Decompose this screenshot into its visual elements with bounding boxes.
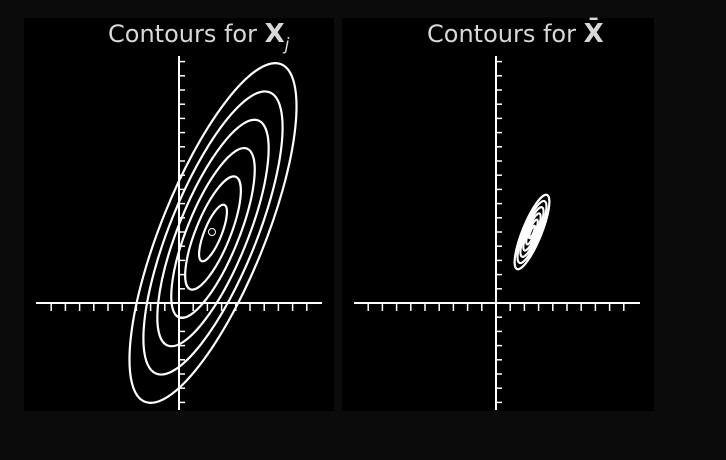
right-contour-set: [513, 193, 551, 271]
left-mean-marker: [208, 228, 216, 236]
contour-ellipse: [513, 193, 551, 271]
contour-ellipse: [522, 212, 542, 252]
contour-ellipse: [128, 62, 298, 404]
contour-ellipse: [184, 175, 242, 291]
contour-ellipse: [156, 118, 270, 348]
contour-ellipse: [519, 206, 545, 258]
left-panel-title: Contours for Xj: [108, 19, 290, 55]
right-panel-title: Contours for X̄: [427, 16, 604, 49]
right-axes: [354, 56, 640, 410]
left-contour-set: [128, 62, 298, 404]
contour-ellipse: [197, 203, 229, 263]
contour-ellipse: [525, 218, 539, 246]
right-tick-marks: [367, 60, 625, 404]
contour-ellipse: [170, 146, 256, 320]
right-panel-background: [342, 18, 654, 411]
contour-ellipse: [528, 224, 536, 240]
contour-ellipse: [516, 199, 548, 265]
contour-ellipse: [142, 90, 284, 376]
